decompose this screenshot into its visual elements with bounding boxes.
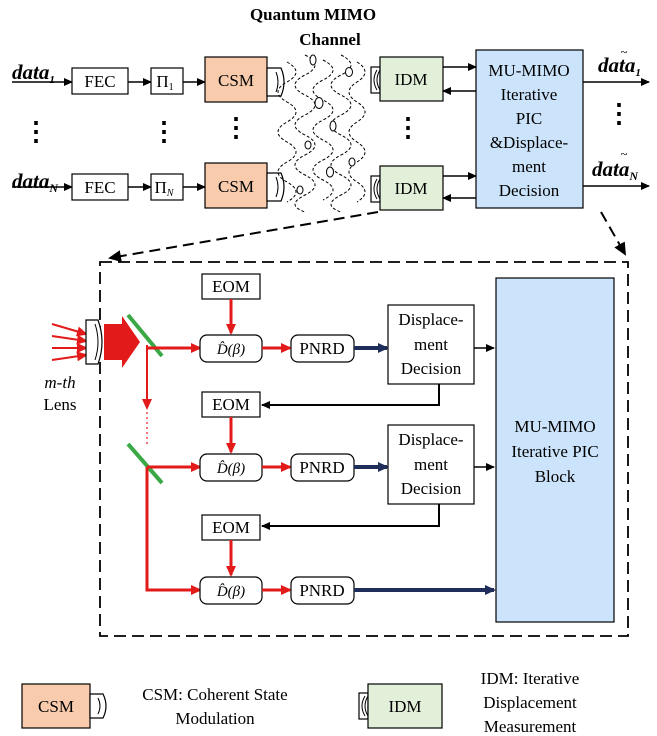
ellipsis-interleavers: ⋮ [151, 117, 177, 146]
interleaver-label-n: ΠN [155, 178, 175, 199]
interleaver-label-1: Π1 [156, 72, 173, 93]
incoming-beams [51, 323, 88, 362]
lens-label-line2: Lens [43, 395, 76, 414]
detail-frame [99, 261, 629, 637]
displacement-decision-1 [387, 304, 475, 385]
ellipsis-idm: ⋮ [395, 113, 421, 142]
legend: CSM CSM: Coherent State Modulation IDM I… [21, 669, 580, 736]
mumimo-line-3: PIC [516, 109, 542, 128]
input-data-1-label: data1 [12, 60, 55, 86]
beam-splitter-2 [126, 442, 164, 485]
csm-label-n: CSM [218, 177, 254, 196]
displacement-decision-2 [387, 424, 475, 505]
ellipsis-csm: ⋮ [223, 113, 249, 142]
mth-lens-icon [85, 319, 103, 365]
csm-label-1: CSM [218, 71, 254, 90]
csm-block-1 [204, 56, 268, 103]
idm-label-n: IDM [394, 179, 427, 198]
pic-line-1: MU-MIMO [514, 417, 595, 436]
fec-block-n [71, 173, 129, 201]
vertical-beam-2 [145, 467, 200, 592]
transmitter-lens-icon-1 [266, 67, 285, 97]
zoom-arrow-left [108, 211, 379, 263]
output-tilde-1: ~ [620, 44, 627, 59]
pnrd-label-3: PNRD [299, 581, 344, 600]
receiver-lens-icon-1 [370, 66, 381, 94]
mumimo-line-1: MU-MIMO [488, 61, 569, 80]
legend-csm-box-label: CSM [38, 697, 74, 716]
output-tilde-n: ~ [620, 146, 627, 161]
csm-block-n [204, 162, 268, 209]
displacement-op-label-3: D̂(β) [216, 584, 245, 600]
eom-label-2: EOM [212, 395, 250, 414]
eom-block-2 [201, 391, 261, 418]
displacement-op-label-2: D̂(β) [216, 461, 245, 477]
mumimo-line-6: Decision [499, 181, 560, 200]
ellipsis-outputs: ⋮ [606, 99, 632, 128]
idm-block-1 [379, 56, 444, 102]
decision-2-line1: Displace- [398, 430, 463, 449]
legend-idm-box [367, 683, 443, 729]
eom-label-1: EOM [212, 277, 250, 296]
mumimo-line-4: &Displace- [490, 133, 569, 152]
legend-idm-desc-line2: Displacement [483, 693, 577, 712]
legend-csm-lens-icon [89, 693, 107, 719]
decision-2-line3: Decision [401, 479, 462, 498]
input-row-n: dataN FEC ΠN CSM [12, 162, 285, 209]
ellipsis-inputs: ⋮ [23, 117, 49, 146]
legend-idm-desc-line1: IDM: Iterative [481, 669, 580, 688]
idm-row-n: IDM [370, 165, 444, 211]
legend-idm-box-label: IDM [388, 697, 421, 716]
idm-label-1: IDM [394, 70, 427, 89]
mumimo-pic-block [495, 277, 615, 623]
idm-row-1: IDM [370, 56, 444, 102]
legend-csm-desc-line1: CSM: Coherent State [142, 685, 287, 704]
output-data-n-label: dataN [592, 157, 639, 183]
focused-beam [104, 316, 140, 368]
pnrd-label-2: PNRD [299, 458, 344, 477]
displacement-op-label-1: D̂(β) [216, 342, 245, 358]
legend-csm-desc-line2: Modulation [175, 709, 255, 728]
interleaver-block-n [150, 173, 184, 201]
quantum-channel-bubbles [296, 54, 356, 195]
decision-1-line3: Decision [401, 359, 462, 378]
channel-title-line2: Channel [299, 30, 361, 49]
eom-label-3: EOM [212, 518, 250, 537]
fec-label-n: FEC [84, 178, 115, 197]
zoom-arrow-right [600, 211, 626, 256]
fec-block-1 [71, 67, 129, 95]
input-data-n-label: dataN [12, 169, 59, 195]
transmitter-lens-icon-n [266, 172, 285, 202]
output-data-1-label: data1 [598, 53, 641, 79]
interleaver-block-1 [150, 67, 184, 95]
legend-idm-lens-icon [358, 692, 369, 720]
channel-title-line1: Quantum MIMO [250, 5, 376, 24]
idm-block-n [379, 165, 444, 211]
legend-idm-desc-line3: Measurement [484, 717, 577, 736]
mumimo-line-5: ment [512, 157, 546, 176]
receiver-lens-icon-n [370, 175, 381, 203]
decision-1-line2: ment [414, 335, 448, 354]
lens-label-line1: m-th [44, 373, 75, 392]
pnrd-label-1: PNRD [299, 339, 344, 358]
fec-label-1: FEC [84, 72, 115, 91]
eom-block-1 [201, 273, 261, 300]
quantum-channel-waves [277, 54, 366, 213]
mumimo-line-2: Iterative [501, 85, 558, 104]
legend-csm-box [21, 683, 91, 729]
decision-2-line2: ment [414, 455, 448, 474]
decision-1-line1: Displace- [398, 310, 463, 329]
input-row-1: data1 FEC Π1 CSM [12, 56, 285, 103]
pic-line-3: Block [535, 467, 576, 486]
pic-line-2: Iterative PIC [511, 442, 598, 461]
mumimo-decision-block [475, 49, 584, 209]
